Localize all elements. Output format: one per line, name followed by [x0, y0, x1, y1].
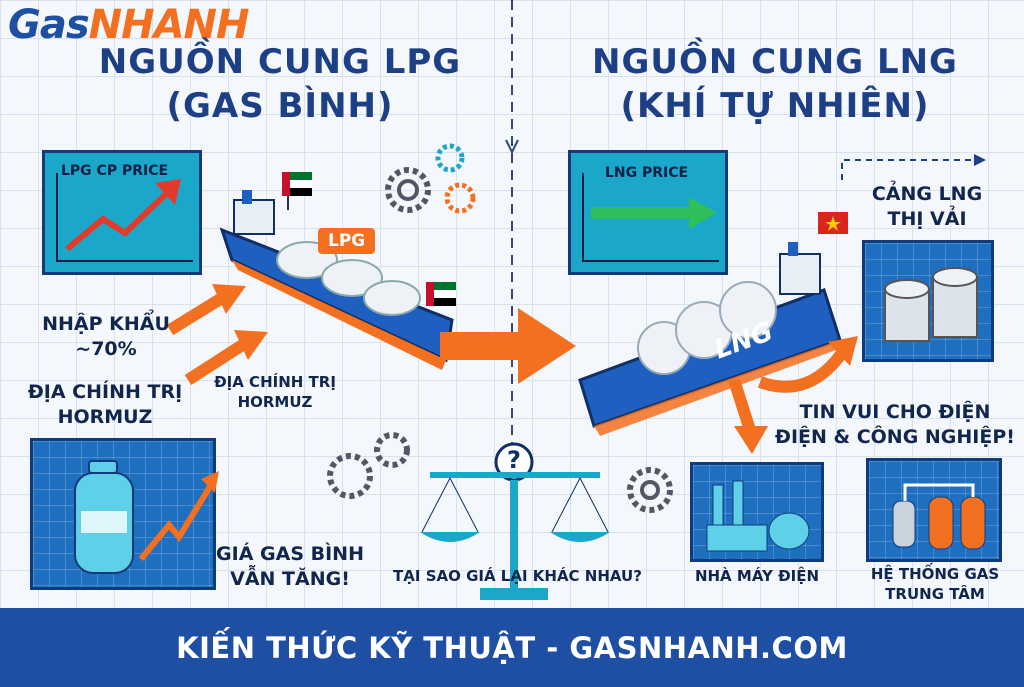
question-mark: ? [507, 446, 521, 474]
left-title-line1: NGUỒN CUNG LPG [98, 42, 462, 82]
price-rise-line2: VẪN TĂNG! [230, 568, 350, 590]
price-rise-label: GIÁ GAS BÌNH VẪN TĂNG! [210, 542, 370, 592]
import-label-line1: NHẬP KHẨU [42, 313, 170, 335]
geopolitics-small-line1: ĐỊA CHÍNH TRỊ [214, 373, 336, 391]
right-title: NGUỒN CUNG LNG (KHÍ TỰ NHIÊN) [565, 40, 985, 128]
flag-uae-icon [282, 172, 312, 196]
trend-flat-arrow-icon [582, 173, 719, 262]
right-title-line1: NGUỒN CUNG LNG [592, 42, 958, 82]
lpg-chart-label: LPG CP PRICE [61, 163, 169, 179]
left-title-line2: (GAS BÌNH) [166, 86, 394, 126]
geopolitics-label-line2: HORMUZ [57, 406, 153, 428]
gas-cylinder-icon [74, 460, 219, 574]
lng-chart-label: LNG PRICE [605, 165, 689, 181]
power-plant-card [690, 462, 824, 562]
geopolitics-small-label: ĐỊA CHÍNH TRỊ HORMUZ [210, 372, 340, 412]
lng-tanker-ship [578, 242, 842, 436]
trend-up-arrow-icon [56, 173, 193, 262]
gear-icon [627, 467, 673, 513]
dashed-arrow [841, 154, 986, 180]
good-news-label: TIN VUI CHO ĐIỆN ĐIỆN & CÔNG NGHIỆP! [770, 400, 1020, 450]
geopolitics-label: ĐỊA CHÍNH TRỊ HORMUZ [10, 380, 200, 430]
footer-banner: KIẾN THỨC KỸ THUẬT - GASNHANH.COM [0, 608, 1024, 687]
brand-logo: GasNHANH [8, 2, 250, 48]
central-gas-line1: HỆ THỐNG GAS [870, 565, 1000, 583]
import-arrows [166, 284, 268, 386]
distribution-arrows [728, 336, 858, 454]
geopolitics-small-line2: HORMUZ [237, 393, 313, 411]
right-title-line2: (KHÍ TỰ NHIÊN) [620, 86, 930, 126]
power-plant-label: NHÀ MÁY ĐIỆN [694, 567, 820, 585]
central-gas-line2: TRUNG TÂM [885, 585, 985, 603]
gas-tank-system-icon [892, 483, 986, 550]
flag-vietnam-icon [818, 212, 848, 234]
central-gas-card [866, 458, 1002, 562]
flag-uae-icon-2 [426, 282, 456, 306]
import-label-line2: ~70% [75, 338, 137, 360]
geopolitics-label-line1: ĐỊA CHÍNH TRỊ [27, 381, 183, 403]
lpg-tanker-ship [219, 175, 454, 370]
good-news-line1: TIN VUI CHO ĐIỆN [799, 401, 991, 423]
flow-arrow-icon [440, 308, 576, 384]
central-gas-label: HỆ THỐNG GAS TRUNG TÂM [850, 564, 1020, 604]
lng-port-line1: CẢNG LNG [871, 183, 983, 205]
import-label: NHẬP KHẨU ~70% [26, 312, 186, 362]
lpg-price-chart: LPG CP PRICE [42, 150, 202, 275]
brand-logo-part1: Gas [8, 2, 90, 48]
brand-logo-part2: NHANH [88, 2, 250, 48]
lng-port-card [862, 240, 994, 362]
factory-icon [706, 480, 810, 552]
lng-price-chart: LNG PRICE [568, 150, 728, 275]
price-rise-line1: GIÁ GAS BÌNH [216, 543, 364, 565]
storage-tank-icon [884, 267, 978, 342]
lpg-ship-tag: LPG [318, 228, 376, 254]
good-news-line2: ĐIỆN & CÔNG NGHIỆP! [775, 426, 1015, 448]
lng-port-label: CẢNG LNG THỊ VẢI [852, 182, 1002, 232]
left-title: NGUỒN CUNG LPG (GAS BÌNH) [80, 40, 480, 128]
center-question: TẠI SAO GIÁ LẠI KHÁC NHAU? [393, 567, 642, 585]
scale-icon [420, 442, 610, 600]
gears-icon [385, 143, 476, 214]
gears-icon-2 [327, 432, 410, 499]
gas-cylinder-card [30, 438, 219, 590]
lng-port-line2: THỊ VẢI [887, 208, 967, 230]
footer-text: KIẾN THỨC KỸ THUẬT - GASNHANH.COM [176, 630, 848, 665]
